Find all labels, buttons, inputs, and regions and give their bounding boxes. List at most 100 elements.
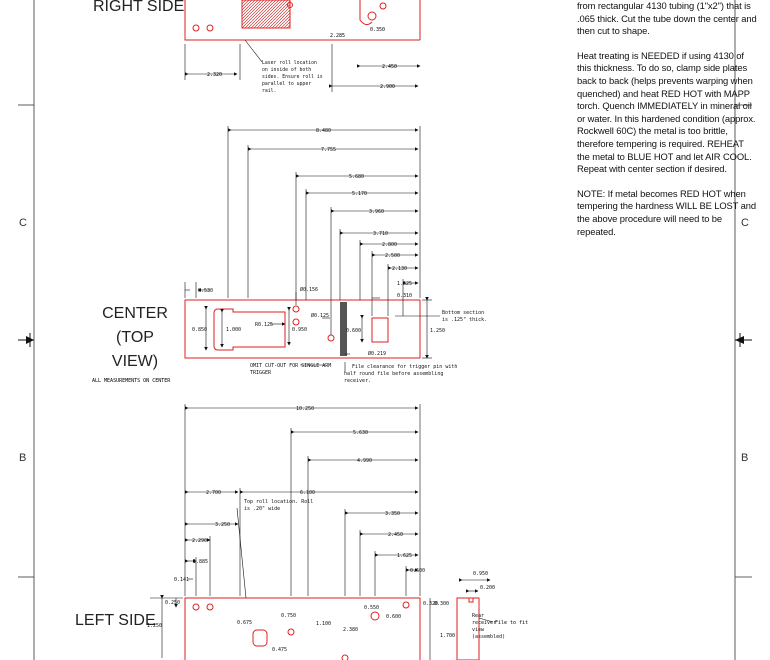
zone-label-b-right: B [741, 452, 749, 464]
dim-1625: 1.625 [397, 553, 412, 559]
rear-view-line: receiver [472, 620, 496, 626]
dim-10250: 10.250 [296, 406, 314, 412]
rear-view-line: Rear [472, 613, 484, 619]
dim-0950: 0.950 [473, 571, 488, 577]
omit-note-line: OMIT CUT-OUT FOR SINGLE ARM [250, 363, 331, 369]
dim-2500: 2.500 [385, 253, 400, 259]
dim-5630: 5.630 [353, 430, 368, 436]
dim-2380: 2.380 [343, 627, 358, 633]
top-roll-line: Top roll location. Roll [244, 499, 313, 505]
file-note-line: receiver. [344, 378, 371, 384]
rear-view-line: (assembled) [472, 634, 505, 640]
dim-3250: 3.250 [215, 522, 230, 528]
dim-0600: 0.600 [410, 568, 425, 574]
dim-7755: 7.755 [321, 147, 336, 153]
laser-note-line: Laser roll location [262, 60, 317, 66]
right-side-label: RIGHT SIDE [93, 0, 184, 15]
dim-0550: 0.550 [364, 605, 379, 611]
center-dimensions [184, 126, 440, 372]
dim-d0219: Ø0.219 [368, 350, 386, 357]
dim-0250: 0.250 [165, 600, 180, 606]
dim-2900: 2.900 [380, 84, 395, 90]
dim-0300: 0.300 [434, 601, 449, 607]
dim-3710: 3.710 [373, 231, 388, 237]
center-measure-note: ALL MEASUREMENTS ON CENTER [92, 378, 171, 384]
laser-roll-note: Laser roll location on inside of both si… [262, 60, 326, 94]
zone-label-c-left: C [19, 217, 27, 229]
dim-2320: 2.320 [207, 72, 222, 78]
notes-paragraph-warning: NOTE: If metal becomes RED HOT when temp… [577, 187, 757, 237]
dim-2700: 2.700 [206, 490, 221, 496]
bottom-note-line: Bottom section [442, 310, 484, 316]
dim-0950: 0.950 [292, 327, 307, 333]
dim-1250: 1.250 [147, 623, 162, 629]
left-dim-labels: 10.250 5.630 4.990 2.700 6.100 3.250 2.2… [147, 406, 495, 653]
dim-2800: 2.800 [382, 242, 397, 248]
omit-note-line: TRIGGER [250, 370, 272, 376]
fabrication-notes: from rectangular 4130 tubing (1"x2") tha… [577, 0, 757, 250]
dim-1250: 1.250 [430, 328, 445, 334]
dim-4990: 4.990 [357, 458, 372, 464]
dim-0200: 0.200 [480, 585, 495, 591]
view-label: VIEW) [112, 353, 158, 370]
left-side-part [184, 597, 480, 660]
bottom-section-note: Bottom section is .125" thick. [442, 310, 487, 323]
dim-0530: 0.530 [198, 288, 213, 294]
dim-1700: 1.700 [440, 633, 455, 639]
center-marker-left [18, 333, 34, 347]
rear-view-line: view [472, 627, 485, 633]
right-side-part [184, 0, 421, 41]
dim-r0125: R0.125 [255, 322, 273, 328]
drawing-border [18, 0, 752, 660]
dim-0600: 0.600 [346, 328, 361, 334]
dim-0675: 0.675 [237, 620, 252, 626]
dim-d0125: Ø0.125 [311, 312, 329, 319]
dim-0141: 0.141 [174, 577, 189, 583]
laser-note-line: sides. Ensure roll is [262, 74, 323, 80]
top-roll-note: Top roll location. Roll is .20" wide [244, 499, 316, 512]
dim-0320: 0.320 [423, 601, 438, 607]
zone-label-b-left: B [19, 452, 27, 464]
left-side-label: LEFT SIDE [75, 612, 156, 629]
dim-0850: 0.850 [192, 327, 207, 333]
file-to-fit-note: File to fit [495, 620, 528, 626]
dim-2450: 2.450 [382, 64, 397, 70]
dim-1885: 1.885 [193, 559, 208, 565]
dim-0600b: 0.600 [386, 614, 401, 620]
dim-0310: 0.310 [397, 293, 412, 299]
dim-1100: 1.100 [316, 621, 331, 627]
dim-5680: 5.680 [349, 174, 364, 180]
dim-3960: 3.960 [369, 209, 384, 215]
center-part [184, 299, 421, 359]
dim-2450: 2.450 [388, 532, 403, 538]
zone-label-c-right: C [741, 217, 749, 229]
top-roll-line: is .20" wide [244, 506, 280, 512]
file-note-line: half round file before assembling [344, 371, 443, 377]
dim-2285: 2.285 [330, 33, 345, 39]
dim-0750: 0.750 [281, 613, 296, 619]
dim-5170: 5.170 [352, 191, 367, 197]
dim-1625: 1.625 [397, 281, 412, 287]
trigger-slot [340, 302, 347, 356]
left-side-dimensions [150, 404, 494, 660]
top-label: (TOP [116, 329, 154, 346]
laser-note-line: on inside of both [262, 67, 311, 73]
dim-3350: 3.350 [385, 511, 400, 517]
dim-0475: 0.475 [272, 647, 287, 653]
dim-2130: 2.130 [392, 266, 407, 272]
laser-note-line: rail. [262, 88, 276, 94]
center-dim-labels: 8.480 7.755 5.680 5.170 3.960 3.710 2.80… [192, 128, 445, 357]
dim-2290: 2.290 [192, 538, 207, 544]
file-note-line: File clearance for trigger pin with [352, 364, 457, 370]
dim-1000: 1.000 [226, 327, 241, 333]
bottom-note-line: is .125" thick. [442, 317, 487, 323]
dim-d0156: Ø0.156 [300, 286, 318, 293]
rear-receiver-note: Rear receiver view (assembled) [472, 613, 505, 640]
laser-note-line: parallel to upper [262, 81, 311, 87]
center-marker-right [735, 333, 752, 347]
file-clearance-note: File clearance for trigger pin with half… [344, 364, 460, 384]
center-view-labels: CENTER (TOP VIEW) [102, 305, 168, 370]
dim-8480: 8.480 [316, 128, 331, 134]
notes-paragraph-heat-treat: Heat treating is NEEDED if using 4130 of… [577, 49, 756, 175]
